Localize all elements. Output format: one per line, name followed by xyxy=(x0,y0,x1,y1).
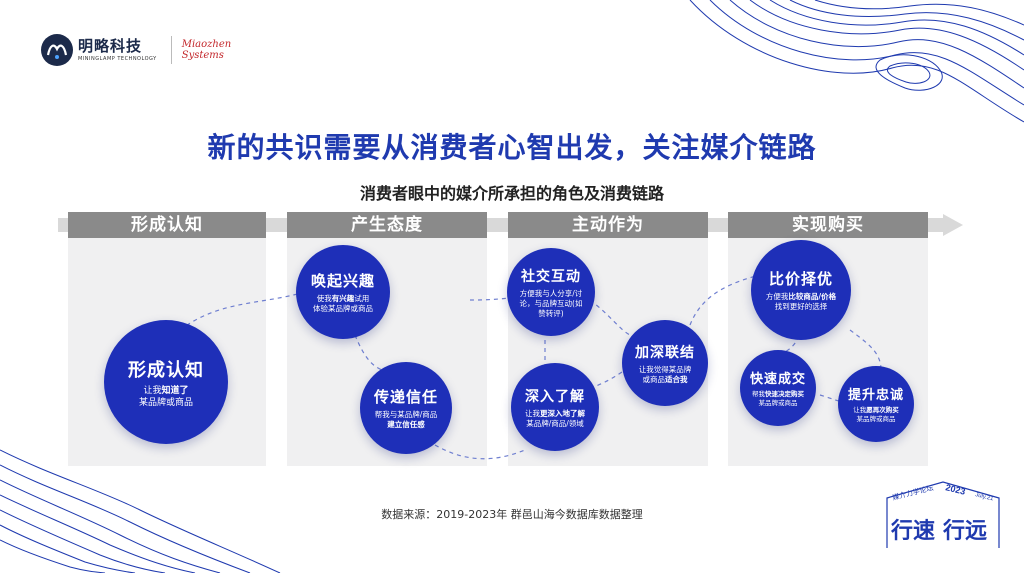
mininglamp-logo-icon xyxy=(41,34,73,66)
badge-line1: 媒介力学论坛 xyxy=(891,483,934,502)
node-compare-title: 比价择优 xyxy=(768,270,833,288)
node-bond-title: 加深联结 xyxy=(635,344,695,361)
node-loyalty-desc: 让我愿再次购买 某品牌或商品 xyxy=(853,406,899,423)
stage-tab-attitude: 产生态度 xyxy=(287,212,487,238)
node-deepen: 深入了解 让我更深入地了解 某品牌/商品/领域 xyxy=(511,363,599,451)
brand-logo: 明略科技 MININGLAMP TECHNOLOGY Miaozhen Syst… xyxy=(40,30,231,70)
node-deepen-desc: 让我更深入地了解 某品牌/商品/领域 xyxy=(525,408,585,428)
node-compare-desc: 方便我比较商品/价格 找到更好的选择 xyxy=(765,292,837,311)
node-social-title: 社交互动 xyxy=(521,268,581,285)
node-loyalty: 提升忠诚 让我愿再次购买 某品牌或商品 xyxy=(838,366,914,442)
journey-arrow xyxy=(58,214,963,236)
node-interest: 唤起兴趣 使我有兴趣试用 体验某品牌或商品 xyxy=(296,245,390,339)
node-interest-desc: 使我有兴趣试用 体验某品牌或商品 xyxy=(313,294,373,313)
node-awareness: 形成认知 让我知道了 某品牌或商品 xyxy=(104,320,228,444)
partner-name-line1: Miaozhen xyxy=(181,39,232,50)
node-interest-title: 唤起兴趣 xyxy=(310,272,375,290)
node-trust-desc: 帮我与某品牌/商品 建立信任感 xyxy=(374,410,438,429)
logo-divider xyxy=(170,36,172,64)
node-compare: 比价择优 方便我比较商品/价格 找到更好的选择 xyxy=(751,240,851,340)
page-subtitle: 消费者眼中的媒介所承担的角色及消费链路 xyxy=(359,184,664,203)
contour-decoration-top xyxy=(689,0,1024,123)
stage-tab-purchase: 实现购买 xyxy=(728,212,928,238)
page-title: 新的共识需要从消费者心智出发，关注媒介链路 xyxy=(207,131,817,164)
badge-sub: July.21 xyxy=(975,492,995,502)
partner-name-line2: Systems xyxy=(181,50,224,61)
node-awareness-desc: 让我知道了 某品牌或商品 xyxy=(138,385,193,408)
node-trust-title: 传递信任 xyxy=(373,388,438,406)
node-bond-desc: 让我觉得某品牌 或商品适合我 xyxy=(638,364,692,384)
brand-name-cn: 明略科技 xyxy=(78,36,143,55)
stage-tab-action: 主动作为 xyxy=(508,212,708,238)
data-source-note: 数据来源：2019-2023年 群邑山海今数据库数据整理 xyxy=(381,508,643,521)
node-deal: 快速成交 帮我快速决定购买 某品牌或商品 xyxy=(740,350,816,426)
badge-year: 2023 xyxy=(945,482,967,497)
node-social-desc: 方便我与人分享/讨 论，与品牌互动(如 赞转评) xyxy=(519,288,583,318)
node-awareness-title: 形成认知 xyxy=(128,359,204,381)
node-social: 社交互动 方便我与人分享/讨 论，与品牌互动(如 赞转评) xyxy=(507,248,595,336)
node-deal-desc: 帮我快速决定购买 某品牌或商品 xyxy=(752,390,804,407)
node-deal-title: 快速成交 xyxy=(749,372,806,387)
badge-slogan-b: 行远 xyxy=(942,518,987,543)
brand-name-en: MININGLAMP TECHNOLOGY xyxy=(78,55,157,62)
badge-slogan-a: 行速 xyxy=(890,518,935,543)
node-bond: 加深联结 让我觉得某品牌 或商品适合我 xyxy=(622,320,708,406)
node-deepen-title: 深入了解 xyxy=(525,388,585,405)
node-loyalty-title: 提升忠诚 xyxy=(847,388,904,403)
node-trust: 传递信任 帮我与某品牌/商品 建立信任感 xyxy=(360,362,452,454)
stage-tab-awareness: 形成认知 xyxy=(68,212,266,238)
forum-badge-logo: 媒介力学论坛 2023 July.21 行速 行远 xyxy=(886,481,1000,548)
